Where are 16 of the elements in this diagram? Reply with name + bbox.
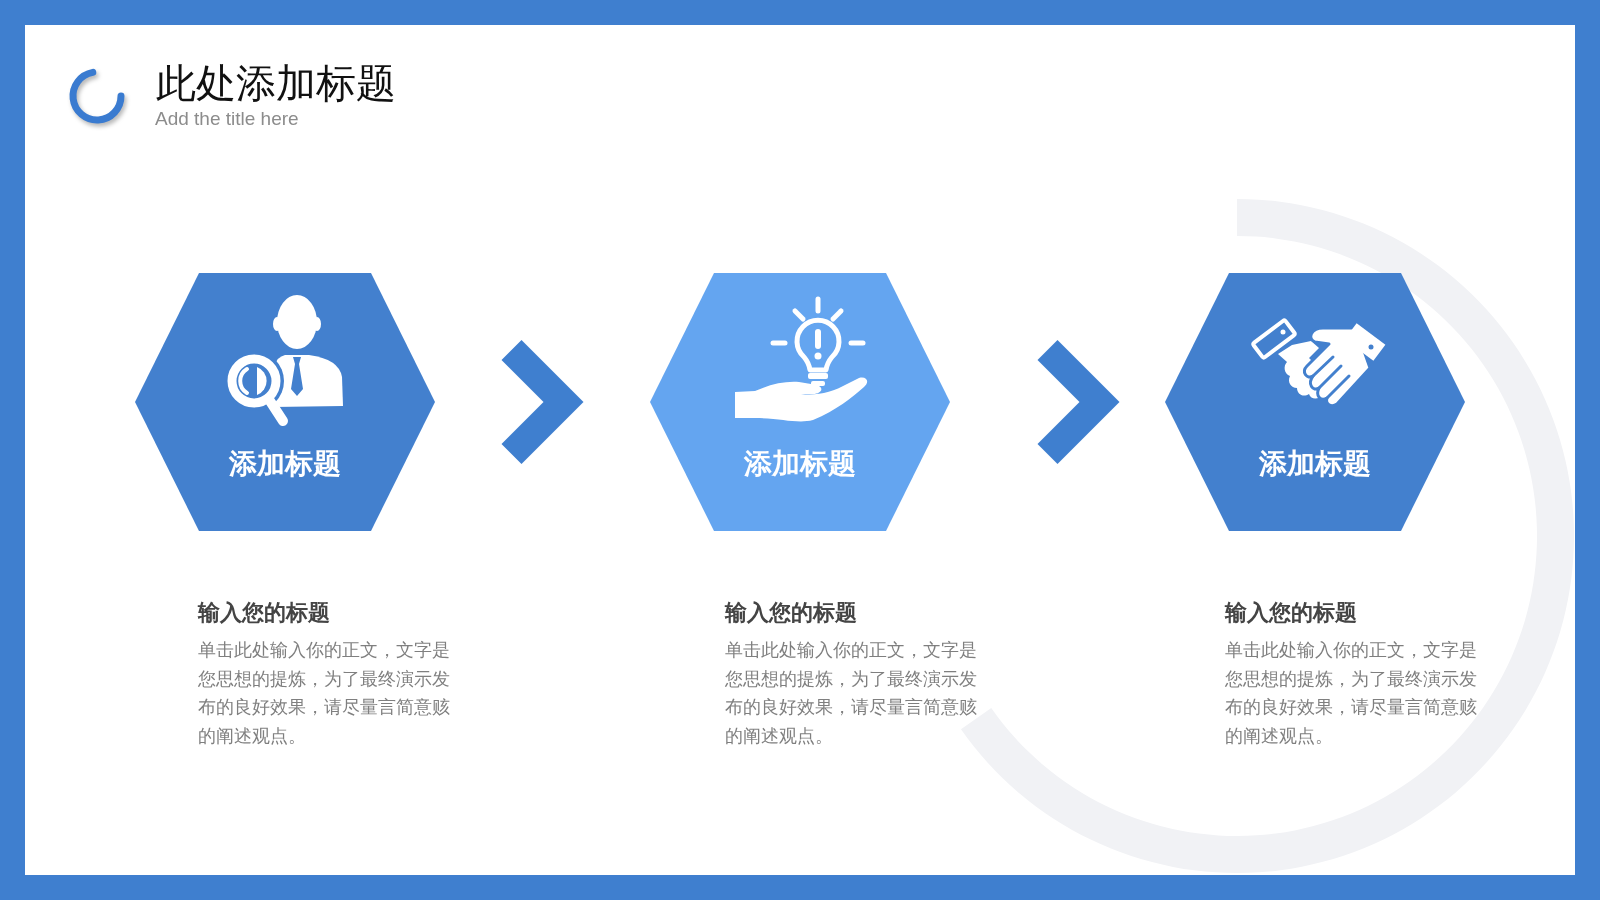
slide-title: 此处添加标题	[156, 63, 396, 103]
hexagon	[1165, 273, 1465, 531]
step-heading: 输入您的标题	[198, 600, 331, 626]
hexagon-label: 添加标题	[1259, 447, 1371, 481]
step-heading: 输入您的标题	[725, 600, 858, 626]
step-description: 单击此处输入你的正文，文字是您思想的提炼，为了最终演示发布的良好效果，请尽量言简意赅的阐述观点。	[198, 638, 451, 748]
hexagon	[135, 273, 435, 531]
hexagon-label: 添加标题	[229, 447, 341, 481]
step-description: 单击此处输入你的正文，文字是您思想的提炼，为了最终演示发布的良好效果，请尽量言简意赅的阐述观点。	[725, 638, 978, 748]
hexagon-label: 添加标题	[744, 447, 856, 481]
chevron-arrow	[1037, 340, 1120, 464]
step-description: 单击此处输入你的正文，文字是您思想的提炼，为了最终演示发布的良好效果，请尽量言简意赅的阐述观点。	[1225, 638, 1478, 748]
step-heading: 输入您的标题	[1225, 600, 1358, 626]
chevron-arrow	[501, 340, 584, 464]
slide-subtitle: Add the title here	[155, 109, 299, 128]
hexagon	[650, 273, 950, 531]
